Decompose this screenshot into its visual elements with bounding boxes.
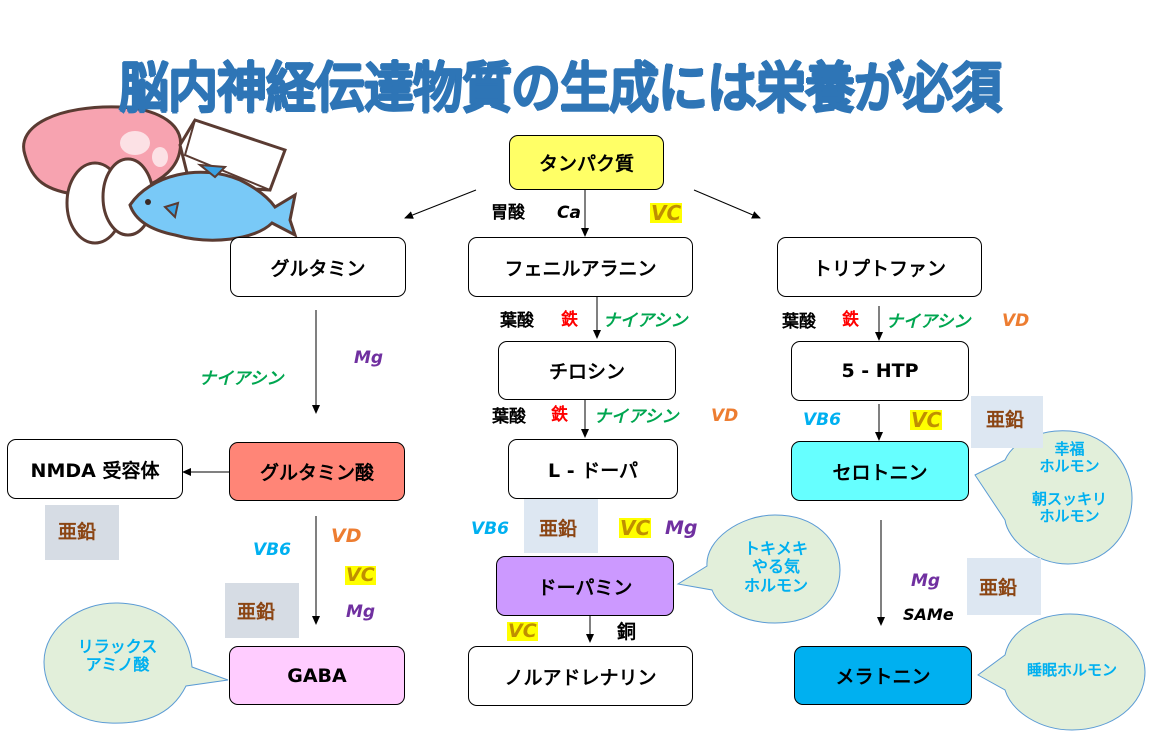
node-glutamine: グルタミン (230, 237, 406, 297)
label-stomach-acid: 胃酸 (491, 203, 525, 223)
label-mg: Mg (354, 348, 384, 368)
node-serotonin: セロトニン (791, 441, 969, 501)
label-vc: VC (910, 408, 943, 432)
label-niacin: ナイアシン (886, 312, 971, 332)
label-vc: VC (650, 201, 683, 225)
label-vc: VC (507, 620, 538, 642)
label-zinc: 亜鉛 (986, 409, 1025, 431)
node-glutamic-acid: グルタミン酸 (229, 442, 405, 501)
label-iron: 鉄 (561, 310, 578, 330)
label-folate: 葉酸 (782, 312, 816, 332)
label-vd: VD (331, 525, 362, 547)
zinc-box-nmda (45, 505, 119, 560)
bubble-gaba-text: リラックス アミノ酸 (77, 637, 158, 675)
label-zinc: 亜鉛 (979, 577, 1018, 599)
label-zinc: 亜鉛 (539, 518, 578, 540)
node-melatonin: メラトニン (794, 646, 972, 705)
node-ldopa: L - ドーパ (508, 439, 678, 499)
bubble-melatonin-text: 睡眠ホルモン (1026, 661, 1117, 679)
bubble-serotonin-shape (974, 430, 1133, 565)
node-phenylalanine: フェニルアラニン (468, 237, 693, 297)
label-folate: 葉酸 (500, 311, 534, 331)
label-zinc: 亜鉛 (58, 521, 97, 543)
node-nmda: NMDA 受容体 (7, 439, 183, 499)
label-ca: Ca (557, 203, 581, 223)
zinc-box-melatonin (967, 558, 1041, 615)
label-mg: Mg (911, 571, 941, 591)
arrow-protein-tryptophan (693, 189, 761, 219)
node-gaba: GABA (229, 646, 405, 705)
node-protein: タンパク質 (509, 135, 664, 190)
food-illustration (22, 105, 298, 245)
bubble-melatonin-shape (977, 613, 1146, 731)
bubble-serotonin-text: 幸福 ホルモン 朝スッキリ ホルモン (1031, 440, 1107, 526)
page-title: 脳内神経伝達物質の生成には栄養が必須 (119, 57, 1002, 120)
node-tryptophan: トリプトファン (777, 237, 982, 297)
label-niacin: ナイアシン (603, 311, 688, 331)
label-folate: 葉酸 (492, 407, 526, 427)
label-mg: Mg (665, 517, 698, 539)
zinc-box-gaba (225, 583, 299, 638)
label-vb6: VB6 (803, 410, 841, 430)
label-iron: 鉄 (842, 310, 859, 330)
label-vc: VC (619, 516, 652, 540)
zinc-box-ldopa (524, 498, 598, 553)
label-same: SAMe (903, 605, 954, 624)
zinc-box-serotonin (971, 396, 1043, 448)
node-noradrenaline: ノルアドレナリン (468, 646, 693, 706)
bubble-dopamine-shape (676, 514, 841, 624)
node-tyrosine: チロシン (498, 341, 676, 400)
arrow-protein-glutamine (404, 189, 477, 219)
label-vd: VD (711, 406, 739, 426)
node-dopamine: ドーパミン (496, 556, 674, 616)
bubble-gaba-shape (43, 602, 229, 724)
label-iron: 鉄 (551, 405, 568, 425)
label-vc: VC (345, 564, 376, 586)
label-zinc: 亜鉛 (237, 601, 276, 623)
label-vb6: VB6 (471, 519, 509, 539)
label-vd: VD (1002, 311, 1030, 331)
label-copper: 銅 (617, 621, 637, 643)
bubble-dopamine-text: トキメキ やる気 ホルモン (743, 539, 808, 595)
label-niacin: ナイアシン (199, 369, 284, 389)
label-niacin: ナイアシン (594, 407, 679, 427)
fish-icon (128, 163, 298, 242)
label-mg: Mg (346, 602, 376, 622)
node-5htp: 5 - HTP (791, 341, 969, 401)
label-vb6: VB6 (253, 540, 291, 560)
